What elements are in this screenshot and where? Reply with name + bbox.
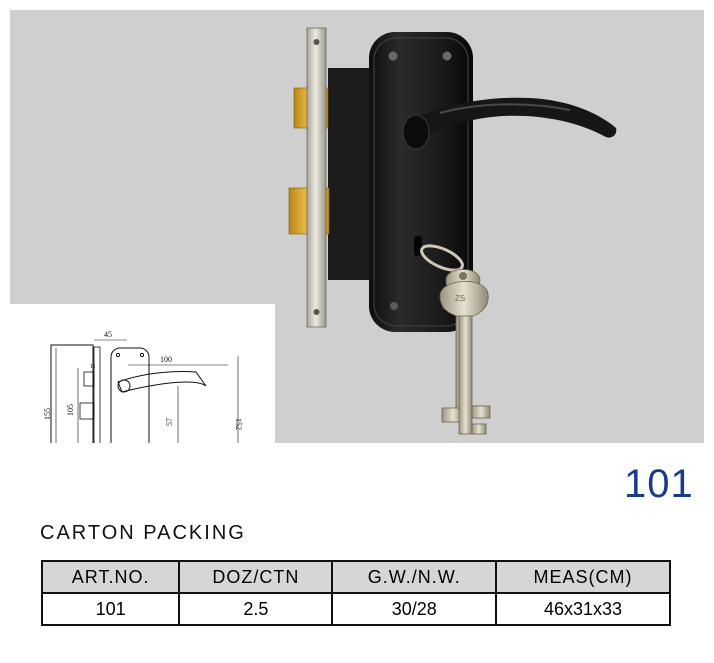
forend-screw [313,309,320,315]
carton-packing-title: CARTON PACKING [40,522,246,544]
key-ring [420,244,464,272]
back-plate-edge [373,37,469,327]
plate-screw-hole [442,51,452,61]
cell-gw-nw: 30/28 [331,592,498,626]
forend-screw [313,39,320,45]
forend-plate [306,27,327,328]
plate-screw-hole [388,51,398,61]
keyhole [414,236,422,256]
model-number: 101 [624,462,694,506]
svg-text:57: 57 [165,418,174,426]
svg-text:155: 155 [43,408,52,420]
plate-screw-hole [390,302,398,310]
svg-text:100: 100 [160,355,172,364]
packing-table: ART.NO. DOZ/CTN G.W./N.W. MEAS(CM) 101 2… [40,560,671,626]
key: ZS [439,281,491,435]
svg-text:11: 11 [90,364,96,370]
cell-doz-ctn: 2.5 [178,592,334,626]
lever-highlight [439,103,571,114]
table-row: 101 2.5 30/28 46x31x33 [40,592,671,626]
product-photo: ZS 45 100 11 155 105 57 [10,10,704,443]
svg-text:45: 45 [104,330,112,339]
table-header-row: ART.NO. DOZ/CTN G.W./N.W. MEAS(CM) [40,560,671,594]
technical-drawing: 45 100 11 155 105 57 152 14 39 [43,330,243,443]
svg-text:152: 152 [234,418,243,430]
lever-rose [402,114,430,150]
key-stamp: ZS [455,294,465,303]
column-header-art-no: ART.NO. [40,560,181,594]
column-header-doz-ctn: DOZ/CTN [178,560,334,594]
cell-meas: 46x31x33 [495,592,671,626]
svg-text:105: 105 [66,404,75,416]
column-header-gw-nw: G.W./N.W. [331,560,498,594]
cell-art-no: 101 [40,592,181,626]
column-header-meas: MEAS(CM) [495,560,671,594]
